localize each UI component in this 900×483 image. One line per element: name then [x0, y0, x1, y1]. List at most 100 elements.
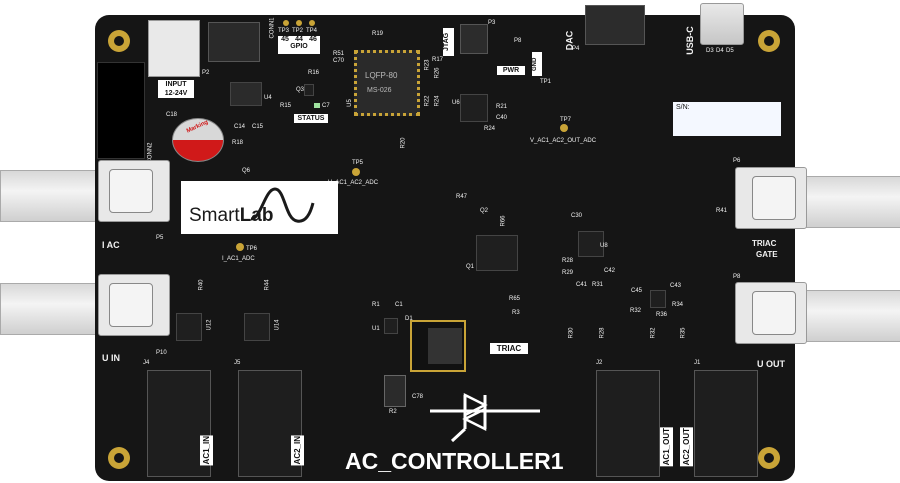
r41-ref: R41	[716, 208, 728, 214]
logo-wave-icon	[250, 187, 315, 223]
jtag-label: JTAG	[443, 28, 454, 56]
c45-ref: C45	[631, 288, 643, 294]
jack-j2[interactable]	[596, 370, 660, 477]
v-ac1-ac2-out-adc: V_AC1_AC2_OUT_ADC	[530, 138, 597, 144]
p6-ref: P6	[733, 158, 741, 164]
usb-c-label: USB-C	[684, 26, 695, 55]
r51-ref: R51	[333, 51, 345, 57]
c43-ref: C43	[670, 283, 682, 289]
r1-ref: R1	[372, 302, 380, 308]
gpio-testpoint-44[interactable]	[296, 20, 302, 26]
bnc-u-out[interactable]	[735, 282, 807, 344]
r33-ref: R32	[650, 327, 657, 339]
u14-ref: U14	[274, 319, 281, 331]
dac-header[interactable]	[585, 5, 645, 45]
j4-ref: J4	[143, 360, 150, 366]
p2-ref: P2	[202, 70, 210, 76]
r18-ref: R18	[232, 140, 244, 146]
u12-ref: U12	[206, 319, 213, 331]
bnc-u-in[interactable]	[98, 274, 170, 336]
u5-ref: U5	[346, 99, 353, 107]
gpio-testpoint-46[interactable]	[309, 20, 315, 26]
mounting-hole-top-left	[108, 30, 130, 52]
r16-ref: R16	[308, 70, 320, 76]
gpio-testpoint-45[interactable]	[283, 20, 289, 26]
mounting-hole-bottom-right	[758, 447, 780, 469]
r44-ref: R44	[264, 279, 271, 291]
j5-ref: J5	[234, 360, 241, 366]
d7-c7-ref: C7	[322, 103, 330, 109]
u8-chip	[578, 231, 604, 257]
c78-ref: C78	[412, 394, 424, 400]
cable-i-ac	[0, 170, 112, 222]
input-label-line1: INPUT	[165, 81, 187, 88]
u-in-label: U IN	[102, 353, 120, 363]
r3-ref: R3	[512, 310, 520, 316]
status-label: STATUS	[294, 114, 328, 123]
tp7-testpoint[interactable]	[560, 124, 568, 132]
tp5-ref: TP5	[352, 160, 364, 166]
input-label-line2: 12-24V	[164, 90, 188, 97]
c14-ref: C14	[234, 124, 246, 130]
triac-gate-line1: TRIAC	[752, 239, 777, 248]
conn1-ref: CONN1	[269, 17, 276, 39]
bnc-i-ac[interactable]	[98, 160, 170, 222]
ac1-out-label: AC1_OUT	[660, 427, 673, 467]
r34-ref: R34	[672, 302, 684, 308]
u6-chip	[650, 290, 666, 308]
smartlab-logo: SmartLab	[181, 181, 338, 234]
u12-chip	[176, 313, 202, 341]
q2-ref: Q2	[480, 208, 489, 214]
u8-ref: U8	[600, 243, 608, 249]
d1-ref: D1	[405, 316, 413, 322]
pwr-label: PWR	[497, 66, 525, 75]
jack-j1[interactable]	[694, 370, 758, 477]
tp6-testpoint[interactable]	[236, 243, 244, 251]
tp5-testpoint[interactable]	[352, 168, 360, 176]
input-voltage-label: INPUT 12-24V	[158, 80, 194, 98]
mounting-hole-bottom-left	[108, 447, 130, 469]
r31-ref: R31	[592, 282, 604, 288]
p8-ref: P8	[733, 274, 741, 280]
u7-ref: U6	[452, 100, 460, 106]
c70-ref: C70	[333, 58, 345, 64]
i-ac-label: I AC	[102, 240, 120, 250]
r27-ref: R28	[562, 258, 574, 264]
c42-ref: C42	[604, 268, 616, 274]
r22-ref: R22	[424, 95, 431, 107]
triac-device	[410, 320, 466, 372]
r35-ref: R35	[680, 327, 687, 339]
tp4-ref: TP4	[306, 28, 318, 34]
power-jack-block	[208, 22, 260, 62]
j1-ref: J1	[694, 360, 701, 366]
tp6-ref: TP6	[246, 246, 258, 252]
c41-ref: C41	[576, 282, 588, 288]
gpio-num-44: 44	[295, 36, 303, 43]
jtag-header[interactable]	[460, 24, 488, 54]
r24-ref-left: R24	[434, 95, 441, 107]
d4-ref: D4	[716, 48, 724, 54]
tp2-ref: TP2	[292, 28, 304, 34]
bnc-triac-gate[interactable]	[735, 167, 807, 229]
usb-c-connector[interactable]	[700, 3, 744, 45]
q1-ref: Q1	[466, 264, 475, 270]
power-input-connector[interactable]	[148, 20, 200, 77]
c18-ref: C18	[166, 112, 178, 118]
u7-chip	[460, 94, 488, 122]
u1-ref: U1	[372, 326, 380, 332]
q3-transistor	[304, 84, 314, 96]
r21-ref: R21	[496, 104, 508, 110]
v-ac1-ac2-adc: V_AC1_AC2_ADC	[328, 180, 379, 186]
logo-regular: Smart	[189, 205, 240, 226]
r20-ref: R20	[400, 137, 407, 149]
r36-ref: R36	[656, 312, 668, 318]
r23-ref: R23	[424, 59, 431, 71]
q3-ref: Q3	[296, 87, 305, 93]
d1-diode	[384, 375, 406, 407]
triac-gate-line2: GATE	[756, 250, 778, 259]
r17-ref: R17	[432, 57, 444, 63]
r15-ref: R15	[280, 103, 292, 109]
r29-ref: R29	[562, 270, 574, 276]
serial-number-box[interactable]: S/N:	[673, 102, 781, 136]
triac-label: TRIAC	[490, 343, 528, 354]
